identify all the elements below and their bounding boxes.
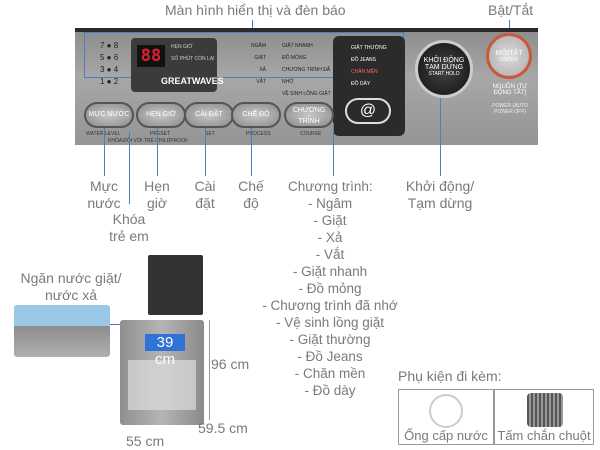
program-item: - Ngâm xyxy=(307,196,353,211)
button-sub: PROCESS xyxy=(246,131,271,137)
label-mode: Chế độ xyxy=(238,178,264,211)
height-label: 96 cm xyxy=(211,356,250,372)
callout-line xyxy=(129,132,130,204)
process-leds: NGÂM GIẶT XẢ VẮT xyxy=(226,40,266,88)
label-water-level: Mực nước xyxy=(87,178,121,211)
childproof-text: KHÓA ĐỘI VỚI TRẺ CHILDPROOF xyxy=(108,138,189,144)
digit-display: 88 xyxy=(137,45,165,67)
label-start: Khởi động/ Tạm dừng xyxy=(405,178,475,211)
led-label: GIẶT xyxy=(254,55,266,61)
program-item: - Đồ mỏng xyxy=(298,281,362,296)
hose-icon xyxy=(429,394,463,428)
callout-line xyxy=(104,128,105,176)
mode-button[interactable]: CHẾ ĐỘ xyxy=(231,102,281,128)
led-row: 3 ● 4 xyxy=(100,65,119,74)
detergent-drawer-photo xyxy=(14,305,110,357)
setting-button[interactable]: CÀI ĐẶT xyxy=(184,102,234,128)
width-label: 55 cm xyxy=(126,433,165,449)
led-row: 7 ● 8 xyxy=(100,41,119,50)
callout-line xyxy=(157,128,158,176)
led-label: NGÂM xyxy=(251,43,266,49)
led-label: ĐỒ DÀY xyxy=(351,81,371,87)
start-sub: START HOLD xyxy=(428,71,460,77)
led-row: 5 ● 6 xyxy=(100,53,119,62)
led-label: ĐỒ JEANS xyxy=(351,57,377,63)
led-label: GIẶT NHANH xyxy=(282,43,313,49)
button-sub: PRESET xyxy=(150,131,171,137)
power-button[interactable]: MỞ/TẮT ON/OFF xyxy=(486,33,532,79)
start-button[interactable]: KHỞI ĐỘNG TẠM DỪNG START HOLD xyxy=(415,40,473,98)
callout-line xyxy=(251,128,252,176)
program-item: - Đồ Jeans xyxy=(297,349,363,364)
label-timer: Hẹn giờ xyxy=(144,178,170,211)
mouse-guard-icon xyxy=(527,393,563,427)
program-item: - Đồ dày xyxy=(304,383,356,398)
depth-label: 59.5 cm xyxy=(198,420,248,436)
program-item: - Chương trình đã nhớ xyxy=(262,298,398,313)
power-note-en: POWER (AUTO POWER OFF) xyxy=(492,103,528,115)
course-panel: GIẶT THƯỜNG ĐỒ JEANS CHĂN MỀN ĐỒ DÀY @ xyxy=(333,36,405,136)
accessories-title: Phụ kiện đi kèm: xyxy=(398,368,502,384)
led-label: CHĂN MỀN xyxy=(351,69,378,75)
led-label: XẢ xyxy=(259,67,266,73)
led-label: ĐỒ MỎNG xyxy=(282,55,307,61)
button-sub: COURSE xyxy=(300,131,322,137)
callout-line xyxy=(509,20,510,32)
greatwaves-icon: @ xyxy=(345,98,391,124)
timer-button[interactable]: HẸN GIỜ xyxy=(136,102,186,128)
program-heading: Chương trình: xyxy=(288,179,373,194)
accessory-label: Tấm chắn chuột xyxy=(497,428,591,443)
callout-line xyxy=(205,128,206,176)
led-label: GIẶT THƯỜNG xyxy=(351,45,387,51)
led-label: VẮT xyxy=(256,79,266,85)
button-sub: WATER LEVEL xyxy=(86,131,121,137)
power-callout: Bật/Tắt xyxy=(488,2,534,18)
accessory-hose: Ống cấp nước xyxy=(398,389,494,445)
display-callout: Màn hình hiển thị và đèn báo xyxy=(165,2,346,18)
accessory-label: Ống cấp nước xyxy=(404,428,488,443)
program-item: - Vắt xyxy=(315,247,345,262)
drum-size: 39 cm xyxy=(145,334,185,368)
start-label: KHỞI ĐỘNG TẠM DỪNG xyxy=(423,57,465,71)
program-button[interactable]: CHƯƠNG TRÌNH xyxy=(284,102,334,128)
course-leds-left: GIẶT NHANH ĐỒ MỎNG CHƯƠNG TRÌNH ĐÃ NHỚ V… xyxy=(282,40,332,100)
water-level-button[interactable]: MỰC NƯỚC xyxy=(84,102,134,128)
power-label: MỞ/TẮT xyxy=(495,50,523,57)
power-sub: ON/OFF xyxy=(499,57,519,63)
preset-text: HẸN GIỜ xyxy=(171,44,193,50)
callout-line xyxy=(252,20,253,30)
water-level-leds: 7 ● 8 5 ● 6 3 ● 4 1 ● 2 xyxy=(100,40,126,88)
program-item: - Giặt thường xyxy=(289,332,371,347)
brand-logo: GREATWAVES xyxy=(161,76,224,86)
program-list: Chương trình: - Ngâm - Giặt - Xả - Vắt -… xyxy=(250,178,410,399)
machine-lid xyxy=(148,255,203,315)
power-note: NGUỒN (TỰ ĐỘNG TẮT) xyxy=(492,84,528,96)
button-sub: SET xyxy=(205,131,215,137)
led-label: CHƯƠNG TRÌNH ĐÃ NHỚ xyxy=(282,67,331,85)
program-item: - Vệ sinh lồng giặt xyxy=(275,315,385,330)
led-label: VỆ SINH LỒNG GIẶT xyxy=(282,91,331,97)
accessory-mouse-guard: Tấm chắn chuột xyxy=(494,389,594,445)
remaining-text: SỐ PHÚT CÒN LẠI xyxy=(171,56,215,62)
callout-line xyxy=(333,123,334,176)
led-row: 1 ● 2 xyxy=(100,77,119,86)
label-setting: Cài đặt xyxy=(194,178,216,211)
height-arrow xyxy=(209,320,210,420)
program-item: - Giặt nhanh xyxy=(292,264,368,279)
program-item: - Xả xyxy=(317,230,343,245)
callout-line xyxy=(440,98,441,176)
drawer-label: Ngăn nước giặt/ nước xả xyxy=(20,270,122,303)
program-item: - Giặt xyxy=(313,213,347,228)
program-item: - Chăn mền xyxy=(294,366,366,381)
label-child-lock: Khóa trẻ em xyxy=(109,211,149,244)
